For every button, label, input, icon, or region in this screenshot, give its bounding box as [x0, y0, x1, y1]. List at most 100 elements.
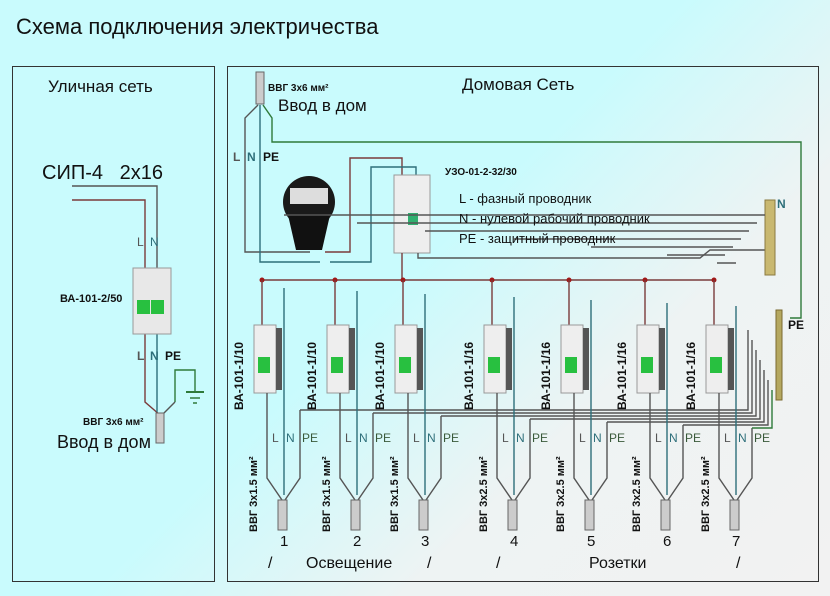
wire-label-n: N [427, 431, 436, 445]
wire-in-n [259, 105, 320, 263]
wire-label-pe: PE [532, 431, 549, 445]
wire-circuit-l [649, 393, 666, 501]
circuit-number: 4 [510, 533, 519, 550]
circuit-breaker-label: ВА-101-1/16 [462, 341, 476, 410]
breaker-toggle [565, 357, 577, 373]
wire-label-pe: PE [165, 349, 182, 363]
legend-phase: L - фазный проводник [459, 191, 592, 206]
wire-earth [174, 369, 196, 402]
earth-bus-icon [775, 309, 783, 401]
wire-circuit-pe [425, 416, 442, 501]
neutral-bus-icon [764, 199, 776, 276]
wire-circuit-pe [736, 428, 753, 501]
legend-neutral: N - нулевой рабочий проводник [459, 211, 650, 226]
circuit-breaker-label: ВА-101-1/16 [684, 341, 698, 410]
house-heading: Домовая Сеть [462, 75, 575, 94]
cable-icon [584, 499, 595, 531]
wire-label-n: N [247, 150, 256, 164]
circuit-number: 1 [280, 533, 289, 550]
wire-label-n: N [286, 431, 295, 445]
street-cable-out-label: Ввод в дом [57, 432, 151, 452]
wire-circuit-l [496, 393, 513, 501]
wire-circuit-l [266, 393, 283, 501]
wire-label-n: N [150, 349, 159, 363]
wire-label-l: L [413, 431, 420, 445]
circuit-cable-label: ВВГ 3х2.5 мм² [555, 456, 567, 532]
house-cable-in-label: Ввод в дом [278, 96, 367, 115]
breaker-side [728, 328, 734, 390]
wire-earth-feed [683, 380, 769, 426]
wire-meter-rcd-n [330, 166, 417, 263]
wire-circuit-pe [667, 425, 684, 501]
group-lighting-label: Освещение [306, 555, 393, 572]
wire-circuit-l [407, 393, 424, 501]
wire-label-l: L [137, 235, 144, 249]
wire-circuit-l [339, 393, 356, 501]
circuit-cable-label: ВВГ 3х1.5 мм² [248, 456, 260, 532]
group-sockets-label: Розетки [589, 555, 647, 572]
wire-street-n [72, 185, 158, 270]
cable-icon [255, 71, 265, 105]
circuit-number: 3 [421, 533, 430, 550]
circuit-breaker-label: ВА-101-1/10 [373, 341, 387, 410]
wire-circuit-pe [357, 413, 374, 501]
breaker-toggle [137, 300, 150, 314]
wire-label-n: N [738, 431, 747, 445]
circuit-breaker-label: ВА-101-1/16 [615, 341, 629, 410]
breaker-side [583, 328, 589, 390]
circuit-number: 5 [587, 533, 596, 550]
wire-street-l [72, 199, 146, 270]
circuit-cable-label: ВВГ 3х1.5 мм² [389, 456, 401, 532]
circuit-cable-label: ВВГ 3х2.5 мм² [631, 456, 643, 532]
breaker-toggle [641, 357, 653, 373]
wire-earth-feed [752, 390, 773, 429]
main-breaker-label: ВА-101-2/50 [60, 293, 123, 305]
street-cable-in: СИП-4 2х16 [42, 162, 164, 184]
wire-circuit-pe [514, 419, 531, 501]
wire-in-pe [262, 104, 802, 319]
wire-in-l [244, 104, 310, 253]
wire-label-pe: PE [754, 431, 771, 445]
wire-label-l: L [579, 431, 586, 445]
cable-icon [729, 499, 740, 531]
wire-label-l: L [272, 431, 279, 445]
page-title: Схема подключения электричества [16, 14, 379, 39]
wire-label-l: L [724, 431, 731, 445]
cable-icon [350, 499, 361, 531]
wire-label-pe: PE [302, 431, 319, 445]
breaker-toggle [331, 357, 343, 373]
wire-label-l: L [137, 349, 145, 363]
wire-label-n: N [593, 431, 602, 445]
breaker-side [417, 328, 423, 390]
circuit-cable-label: ВВГ 3х2.5 мм² [700, 456, 712, 532]
rcd-toggle [408, 213, 418, 225]
circuit-breaker-label: ВА-101-1/10 [305, 341, 319, 410]
circuit-breaker-label: ВА-101-1/10 [232, 341, 246, 410]
wire-label-pe: PE [685, 431, 702, 445]
wire-circuit-pe [284, 410, 301, 501]
wire-meter-rcd-l [325, 157, 403, 253]
wire-label-l: L [345, 431, 352, 445]
street-network-panel [12, 66, 215, 582]
wire-label-l: L [233, 150, 241, 164]
wire-label-pe: PE [609, 431, 626, 445]
cable-icon [507, 499, 518, 531]
group-slash: / [496, 555, 501, 572]
wire-earth-feed [300, 330, 749, 411]
wire-rcd-n [417, 249, 765, 259]
wire-label-l: L [655, 431, 662, 445]
cable-icon [277, 499, 288, 531]
group-slash: / [736, 555, 741, 572]
cable-icon [155, 412, 165, 444]
wire-earth-feed [441, 350, 757, 417]
circuit-cable-label: ВВГ 3х2.5 мм² [478, 456, 490, 532]
circuit-number: 7 [732, 533, 741, 550]
wire-earth-feed [373, 340, 753, 414]
wire-l [144, 333, 161, 416]
wire-earth-feed [607, 370, 765, 423]
breaker-side [276, 328, 282, 390]
cable-icon [418, 499, 429, 531]
house-network-panel [227, 66, 819, 582]
group-slash: / [268, 555, 273, 572]
cable-icon [660, 499, 671, 531]
